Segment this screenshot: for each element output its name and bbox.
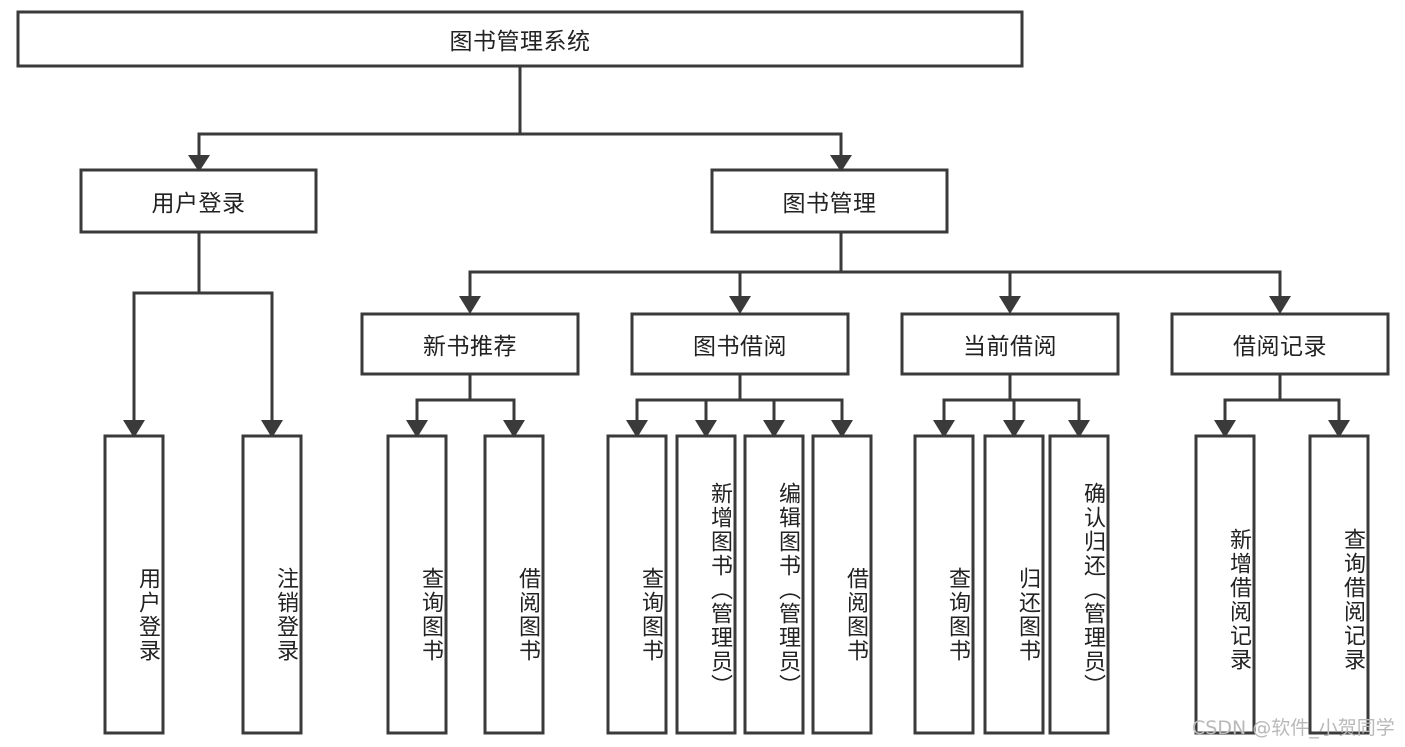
connector-bookmgmt-to-level3 — [459, 230, 1291, 314]
node-box-root[interactable] — [16, 10, 1024, 68]
connector-newbook-to-leaves — [406, 372, 525, 438]
connector-borrowrecord-to-leaves — [1214, 372, 1350, 438]
node-box-leaf-query-record[interactable] — [1308, 434, 1370, 735]
node-box-new-book-recommend[interactable] — [360, 312, 580, 376]
node-box-leaf-add-book[interactable] — [675, 434, 737, 735]
node-box-leaf-query-book-1[interactable] — [386, 434, 448, 735]
node-box-book-management[interactable] — [710, 168, 949, 234]
node-box-leaf-query-book-3[interactable] — [913, 434, 975, 735]
node-box-leaf-borrow-book-1[interactable] — [483, 434, 545, 735]
node-box-user-login[interactable] — [79, 168, 318, 234]
connector-currentborrow-to-leaves — [933, 372, 1090, 438]
connector-userlogin-to-leaves — [123, 230, 283, 438]
csdn-watermark: CSDN @软件_小贺同学 — [1192, 717, 1395, 739]
node-box-leaf-user-login[interactable] — [103, 434, 165, 735]
node-box-leaf-logout[interactable] — [241, 434, 303, 735]
node-box-leaf-query-book-2[interactable] — [606, 434, 668, 735]
node-box-leaf-edit-book[interactable] — [743, 434, 805, 735]
node-box-leaf-confirm-return[interactable] — [1048, 434, 1110, 735]
connector-root-to-level2 — [188, 64, 852, 172]
node-box-current-borrow[interactable] — [900, 312, 1120, 376]
node-box-leaf-borrow-book-2[interactable] — [811, 434, 873, 735]
connector-bookborrow-to-leaves — [626, 372, 853, 438]
node-box-leaf-add-record[interactable] — [1194, 434, 1256, 735]
node-box-leaf-return-book[interactable] — [983, 434, 1045, 735]
node-box-borrow-record[interactable] — [1170, 312, 1390, 376]
node-box-book-borrow[interactable] — [630, 312, 850, 376]
